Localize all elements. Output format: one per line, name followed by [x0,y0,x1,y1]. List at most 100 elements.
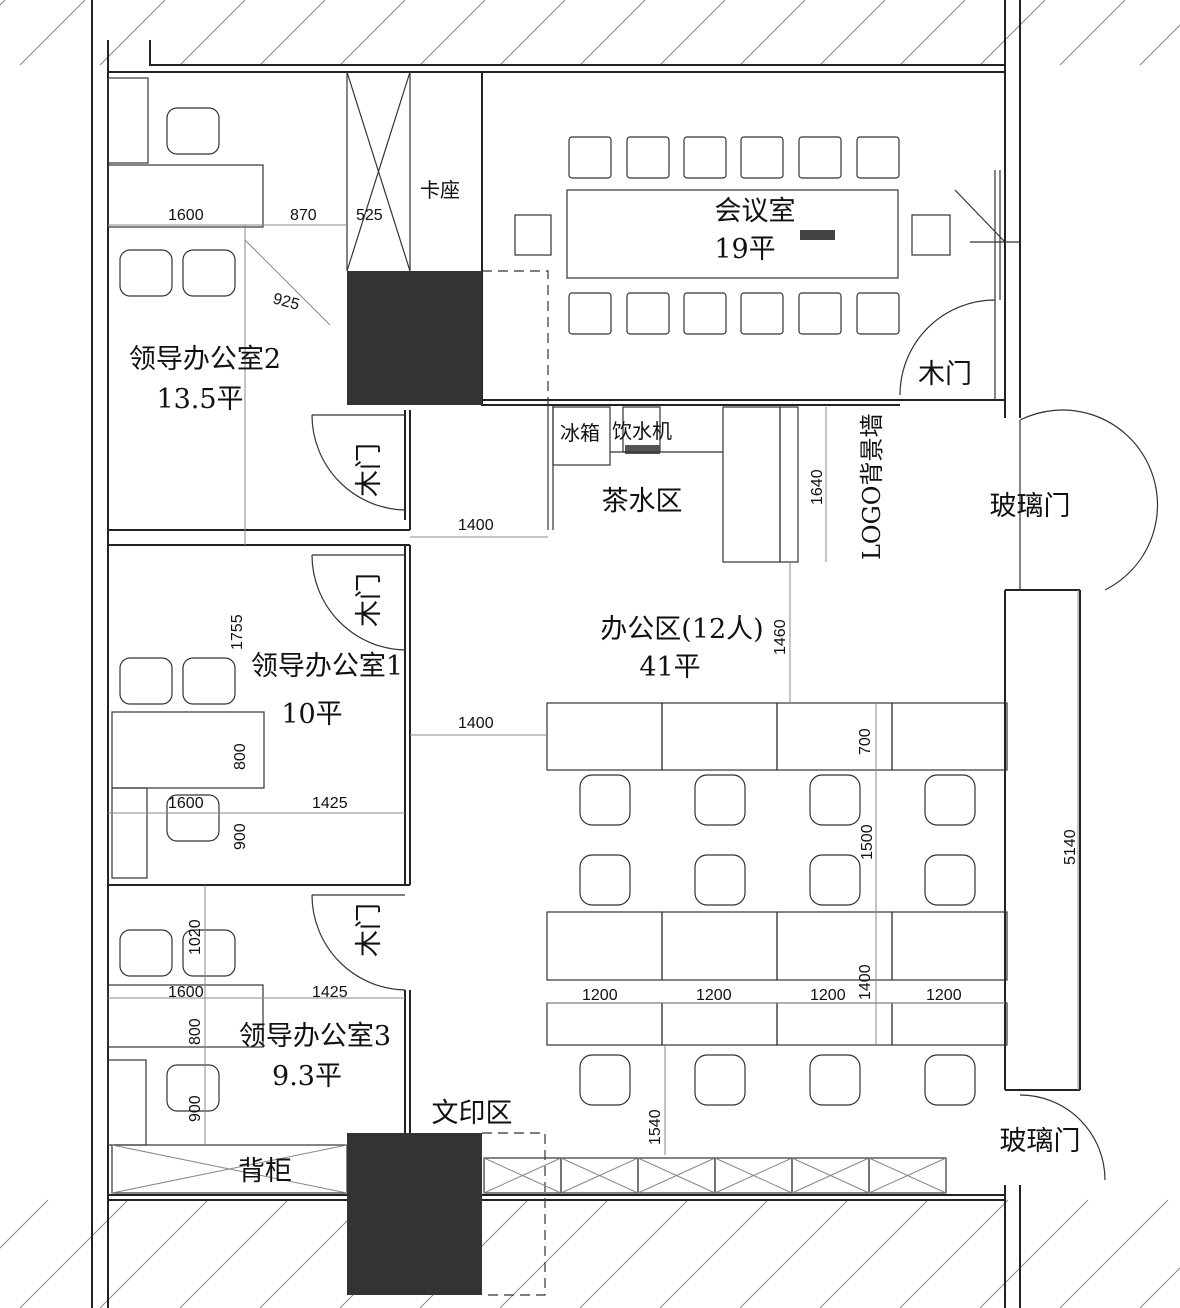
wood-door-label: 木门 [354,903,385,957]
workstation-desk [891,911,1008,981]
office-chair [924,854,976,906]
hatch-line [99,0,166,66]
hatch-line [979,0,1046,66]
chair [856,136,900,179]
office1-name: 领导办公室1 [251,651,403,682]
glass-door-label: 玻璃门 [1000,1126,1081,1157]
cabinet [111,787,148,879]
chair [740,292,784,335]
cabinet-cross [714,1157,793,1194]
back-cabinet [111,1144,348,1194]
cabinet-cross [637,1157,716,1194]
dim-label: 900 [187,1095,204,1122]
meeting-room-name: 会议室 [715,196,796,227]
office-chair [809,854,861,906]
office-chairs [119,107,236,1112]
hatch-line [1139,24,1180,66]
dim-label: 525 [356,207,383,224]
office-chair [166,1064,220,1112]
office-chair [809,1054,861,1106]
conference-phone [800,230,835,240]
conference-table [566,189,899,279]
dim-label: 1600 [168,207,204,224]
desk [111,711,265,789]
door-arcs [311,170,1159,1181]
hatch-line [1139,1267,1180,1308]
hatch-line [899,1199,1009,1308]
dim-label: 900 [232,823,249,850]
print-area-label: 文印区 [432,1098,513,1129]
chair [568,292,612,335]
office2-name: 领导办公室2 [129,344,281,375]
hatch-line [899,0,966,66]
logo-wall-label: LOGO背景墙 [858,414,886,560]
hatch-line [579,1199,689,1308]
office-chair [809,774,861,826]
workstation-desk [661,702,778,771]
chair [856,292,900,335]
office-chair [579,1054,631,1106]
dim-label: 1200 [810,987,846,1004]
dim-label: 1200 [926,987,962,1004]
dim-label: 1425 [312,984,348,1001]
workstation-desk [546,702,663,771]
cabinet-cell [868,1157,947,1194]
cabinet-cross [791,1157,870,1194]
hatch-line [1059,0,1126,66]
cabinet-cross [483,1157,562,1194]
booth-label: 卡座 [420,178,460,202]
cabinet-cross [868,1157,947,1194]
dim-label: 800 [187,1018,204,1045]
water-dispenser-label: 饮水机 [612,419,672,443]
chair [626,136,670,179]
hatch-line [579,0,646,66]
office-chair [694,774,746,826]
workstation-desk [776,911,893,981]
workstation-desk [546,1002,663,1046]
chair [683,292,727,335]
dim-label: 1540 [647,1109,664,1145]
dim-label: 1400 [857,964,874,1000]
workstation-desk [546,911,663,981]
dim-label: 1200 [582,987,618,1004]
dim-label: 1500 [859,824,876,860]
dim-label: 925 [271,290,301,313]
wood-door-label: 木门 [354,573,385,627]
water-dispenser-tray [625,445,660,454]
hatch-line [19,0,86,66]
office-chair [119,657,173,705]
hatch-line [0,0,6,6]
dim-label: 1020 [187,919,204,955]
desk [107,164,264,228]
office-chair [924,774,976,826]
cabinet-cross [560,1157,639,1194]
office-chair [579,854,631,906]
office-chair [182,657,236,705]
dim-label: 1755 [229,614,246,650]
workstation-desk [661,911,778,981]
dim-label: 1400 [458,715,494,732]
office-chair [119,249,173,297]
office-chair [166,794,220,842]
print-counter [483,1157,947,1194]
hatch-line [739,1199,849,1308]
hatch-line [0,1199,49,1249]
office-chair [924,1054,976,1106]
hatch-line [979,1199,1089,1308]
hatch-line [1059,1199,1169,1308]
hatch-line [499,1199,609,1308]
chair [798,136,842,179]
reception-counter [779,406,799,563]
workstations [546,702,1008,1106]
hatch-line [179,1199,289,1308]
dim-label: 870 [290,207,317,224]
open-office-name: 办公区(12人) [600,614,763,645]
wood-door-label: 木门 [354,443,385,497]
hatch-line [19,1199,129,1308]
hatch-line [339,0,406,66]
column [347,271,482,405]
meeting-room-area: 19平 [714,234,775,265]
hatch-line [99,1199,209,1308]
dim-label: 1600 [168,795,204,812]
chair [683,136,727,179]
